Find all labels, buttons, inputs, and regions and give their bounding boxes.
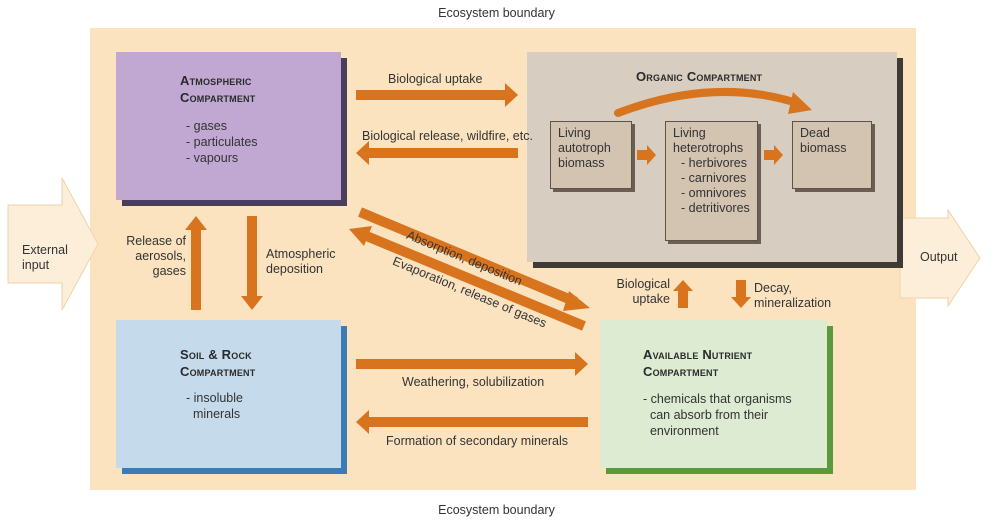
soil-rock-item: - insoluble minerals bbox=[186, 391, 243, 421]
release-aerosols-arrow bbox=[185, 216, 207, 310]
heterotroph-item: - carnivores bbox=[681, 171, 747, 185]
heterotroph-item: - detritivores bbox=[681, 201, 750, 215]
boundary-label-bottom: Ecosystem boundary bbox=[438, 503, 555, 517]
heterotroph-to-dead-arrow bbox=[764, 145, 783, 165]
living-autotroph-box: Living autotroph biomass bbox=[550, 121, 632, 189]
flow-label-weathering: Weathering, solubilization bbox=[402, 375, 545, 389]
heterotroph-item: - herbivores bbox=[681, 156, 747, 170]
formation-minerals-arrow bbox=[356, 410, 588, 434]
atmospheric-deposition-arrow bbox=[241, 216, 263, 310]
dead-biomass-box: Dead biomass bbox=[792, 121, 872, 189]
heterotroph-item: - omnivores bbox=[681, 186, 747, 200]
living-heterotrophs-box: Living heterotrophs - herbivores - carni… bbox=[665, 121, 758, 241]
organic-cycle-curve-arrowhead bbox=[788, 92, 812, 114]
atmospheric-item: - gases bbox=[186, 119, 227, 133]
atmospheric-items: - gases - particulates - vapours bbox=[186, 118, 258, 166]
nutrient-description: - chemicals that organisms can absorb fr… bbox=[643, 392, 792, 438]
nutrient-compartment-title: Available Nutrient Compartment bbox=[643, 347, 753, 379]
weathering-arrow bbox=[356, 352, 588, 376]
biological-uptake-top-arrow bbox=[356, 83, 518, 107]
boundary-label-top: Ecosystem boundary bbox=[438, 6, 555, 20]
external-input-arrow bbox=[7, 177, 99, 311]
soil-rock-compartment-title: Soil & Rock Compartment bbox=[180, 347, 256, 379]
atmospheric-item: - particulates bbox=[186, 135, 258, 149]
nutrient-compartment-box bbox=[600, 320, 827, 468]
flow-label-decay-mineralization: Decay, mineralization bbox=[754, 281, 832, 310]
flow-label-atmospheric-deposition: Atmospheric deposition bbox=[266, 247, 336, 276]
flow-label-biological-uptake-right: Biological uptake bbox=[616, 277, 670, 306]
flow-label-biological-uptake-top: Biological uptake bbox=[388, 72, 483, 86]
flow-label-release-aerosols: Release of aerosols, gases bbox=[126, 234, 186, 278]
organic-cycle-curve-arrow bbox=[614, 87, 804, 117]
soil-rock-compartment-box bbox=[116, 320, 341, 468]
living-heterotrophs-label: Living heterotrophs bbox=[673, 126, 744, 155]
absorption-deposition-arrow bbox=[358, 207, 590, 311]
biological-uptake-right-arrow bbox=[673, 280, 693, 308]
external-input-label: External input bbox=[22, 243, 68, 272]
evaporation-release-arrow bbox=[349, 226, 586, 331]
biological-release-arrow bbox=[356, 141, 518, 165]
atmospheric-item: - vapours bbox=[186, 151, 239, 165]
output-label: Output bbox=[920, 250, 958, 264]
organic-compartment-title: Organic Compartment bbox=[636, 69, 763, 84]
atmospheric-compartment-title: Atmospheric Compartment bbox=[180, 73, 256, 105]
flow-label-biological-release: Biological release, wildfire, etc. bbox=[362, 129, 533, 143]
autotroph-to-heterotroph-arrow bbox=[637, 145, 656, 165]
atmospheric-compartment-box bbox=[116, 52, 341, 200]
flow-label-formation-minerals: Formation of secondary minerals bbox=[386, 434, 569, 448]
output-arrow bbox=[899, 208, 981, 308]
decay-mineralization-arrow bbox=[731, 280, 751, 308]
soil-rock-items: - insoluble minerals bbox=[186, 390, 243, 422]
